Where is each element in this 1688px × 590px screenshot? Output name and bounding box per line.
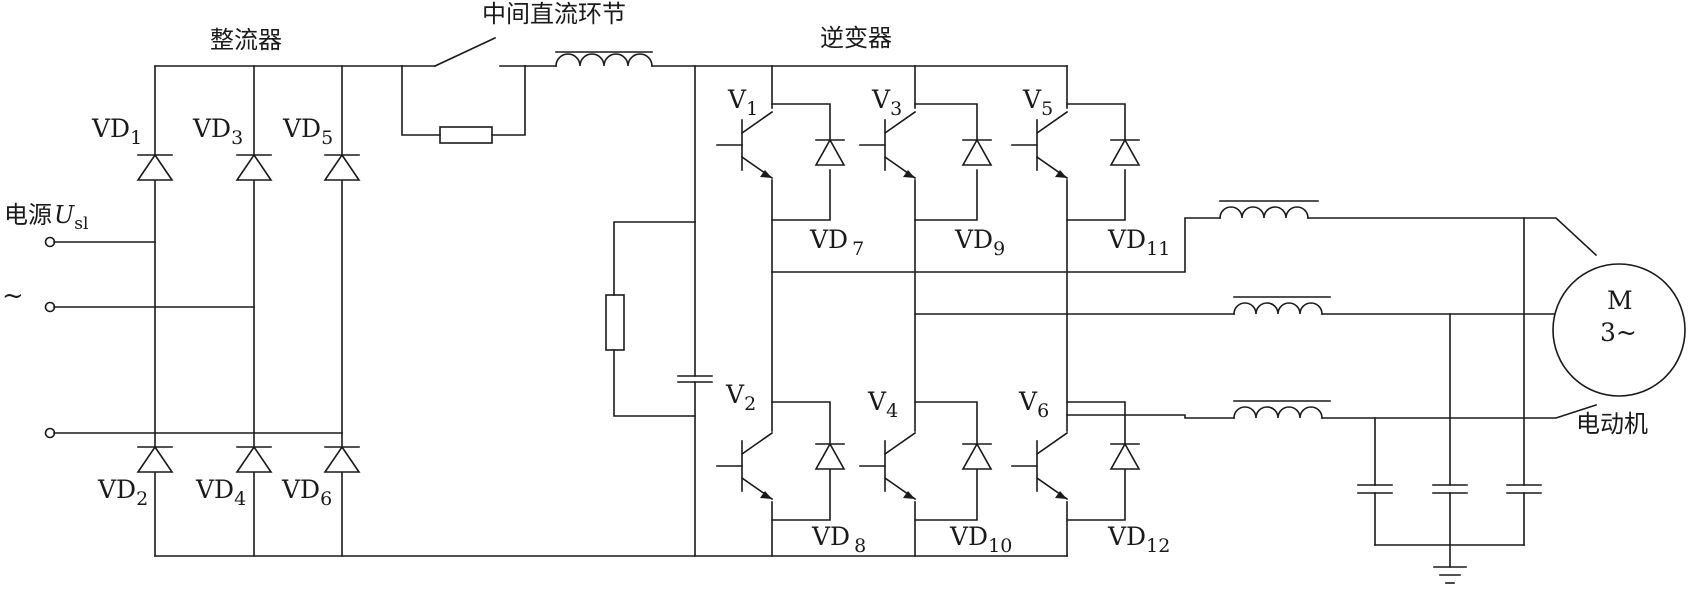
source-terminal-1 [44, 236, 56, 248]
label-v3: V3 [871, 85, 902, 120]
label-vd4: VD4 [195, 475, 246, 510]
motor: M 3~ 电动机 [1552, 263, 1686, 438]
inverter-bridge: V1 V3 V5 V2 V4 V6 VD7 VD9 VD11 VD8 [716, 65, 1170, 557]
label-vd3: VD3 [192, 114, 243, 149]
diode-vd2-symbol [136, 445, 174, 473]
label-v1: V1 [727, 85, 758, 120]
transistor-v4-symbol [859, 401, 993, 521]
rectifier-title: 整流器 [210, 26, 282, 54]
rectifier-bridge: VD1 VD3 VD5 VD2 VD4 VD6 [91, 65, 361, 557]
motor-letter: M [1607, 286, 1633, 315]
dc-link [401, 36, 713, 557]
label-vd12: VD12 [1107, 522, 1170, 557]
dc-inductor [555, 53, 653, 67]
source-terminal-2 [44, 301, 56, 313]
brake-resistor [605, 294, 625, 351]
bypass-switch [433, 36, 497, 68]
label-v2: V2 [725, 380, 756, 415]
diode-vd4-symbol [235, 445, 273, 473]
motor-circle [1552, 263, 1686, 397]
motor-label: 电动机 [1576, 410, 1648, 438]
output-filter [771, 200, 1598, 584]
label-vd11: VD11 [1107, 225, 1170, 260]
label-vd5: VD5 [282, 114, 333, 149]
label-vd1: VD1 [91, 114, 142, 149]
diode-vd5-symbol [323, 153, 361, 181]
label-v5: V5 [1022, 85, 1053, 120]
label-vd2: VD2 [97, 475, 148, 510]
motor-phase: 3~ [1600, 318, 1637, 347]
label-vd9: VD9 [954, 225, 1005, 260]
label-vd6: VD6 [281, 475, 332, 510]
inverter-title: 逆变器 [820, 24, 892, 52]
transistor-v6-symbol [1011, 401, 1141, 521]
source-label: 电源Usl [4, 201, 88, 234]
diode-vd1-symbol [136, 153, 174, 181]
diode-vd6-symbol [323, 445, 361, 473]
transistor-v2-symbol [716, 401, 846, 521]
source: 电源Usl ~ [2, 201, 343, 439]
diode-vd3-symbol [235, 153, 273, 181]
dc-capacitor [677, 375, 713, 383]
transistor-v3-symbol [859, 103, 993, 221]
ac-tilde: ~ [2, 281, 24, 311]
ground-icon [1433, 566, 1467, 584]
label-vd10: VD10 [949, 522, 1012, 557]
source-terminal-3 [44, 427, 56, 439]
charging-resistor [439, 126, 493, 144]
transistor-v5-symbol [1011, 103, 1141, 221]
label-v4: V4 [867, 387, 898, 422]
label-v6: V6 [1018, 387, 1049, 422]
transistor-v1-symbol [716, 103, 846, 221]
dc-link-title: 中间直流环节 [482, 0, 626, 28]
